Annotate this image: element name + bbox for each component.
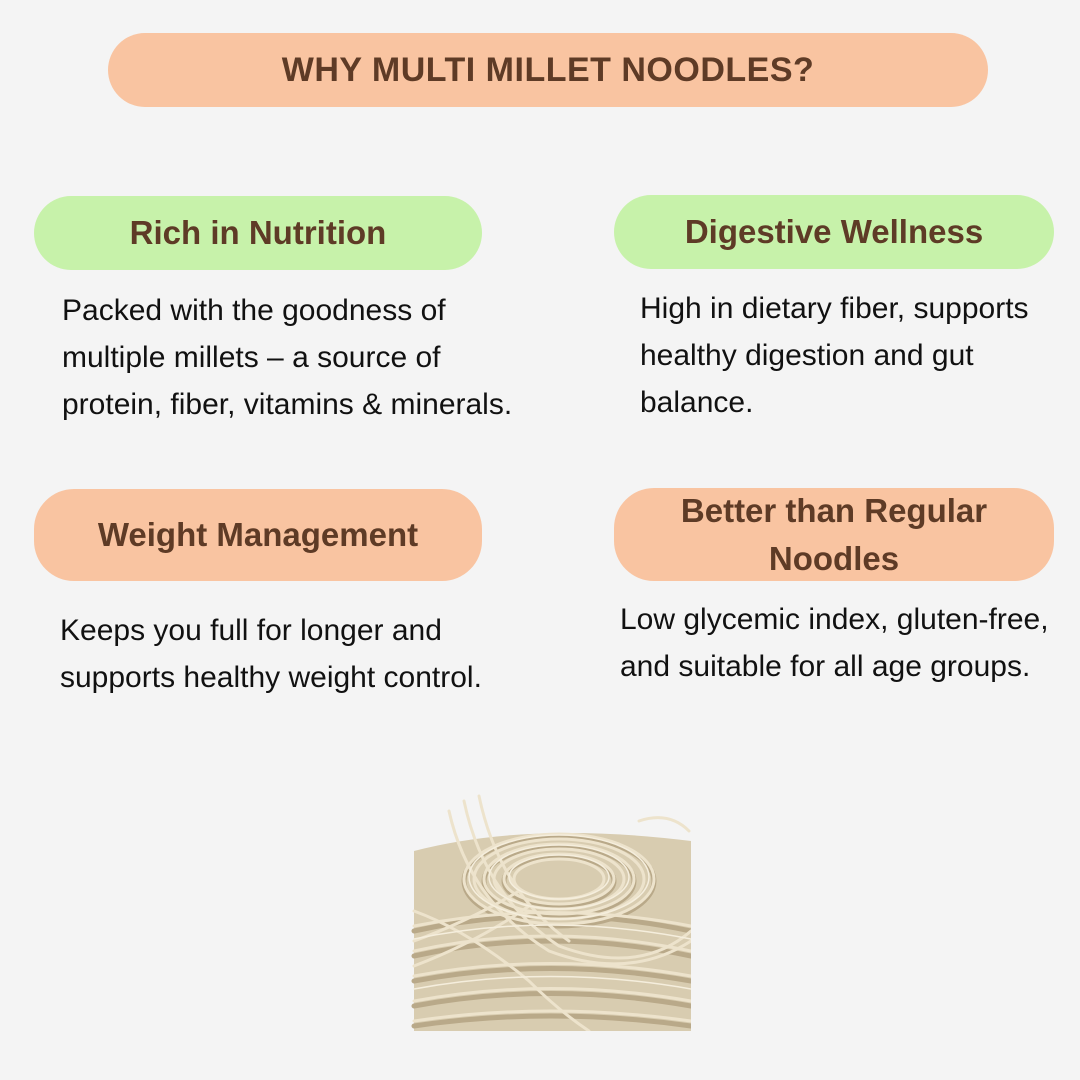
feature-description-nutrition: Packed with the goodness of multiple mil… <box>62 294 513 421</box>
page-title: WHY MULTI MILLET NOODLES? <box>281 50 815 89</box>
feature-title: Better than Regular Noodles <box>680 491 988 577</box>
feature-description-digestive: High in dietary fiber, supports healthy … <box>640 292 1029 419</box>
feature-heading-digestive: Digestive Wellness <box>614 195 1054 269</box>
noodles-image <box>409 781 691 1031</box>
feature-description-weight: Keeps you full for longer and supports h… <box>60 614 482 694</box>
feature-heading-weight: Weight Management <box>34 489 482 581</box>
title-banner: WHY MULTI MILLET NOODLES? <box>108 33 988 107</box>
feature-heading-better: Better than Regular Noodles <box>614 488 1054 581</box>
noodles-illustration-icon <box>409 781 691 1031</box>
feature-description-better: Low glycemic index, gluten-free, and sui… <box>620 603 1049 683</box>
feature-title: Digestive Wellness <box>684 213 984 250</box>
feature-title: Rich in Nutrition <box>129 214 387 251</box>
feature-heading-nutrition: Rich in Nutrition <box>34 196 482 270</box>
feature-title: Weight Management <box>97 516 419 553</box>
